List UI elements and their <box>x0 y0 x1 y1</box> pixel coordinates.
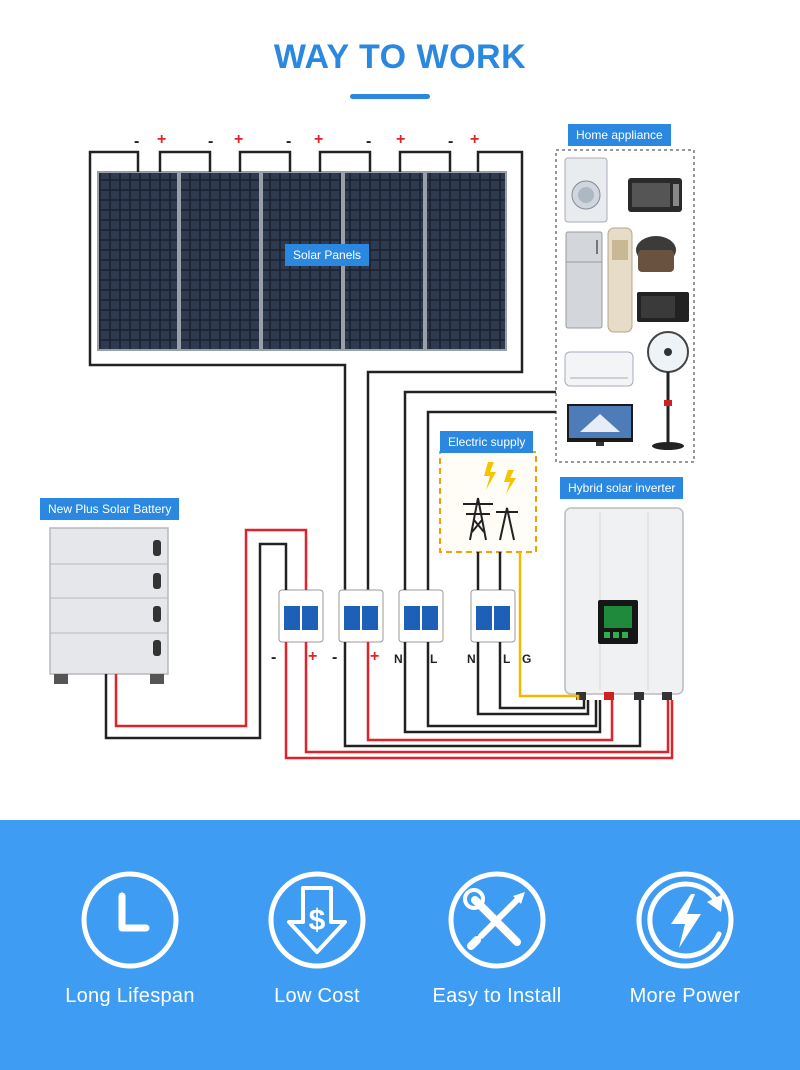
home-appliance-label: Home appliance <box>568 124 671 146</box>
feature-label: Easy to Install <box>432 985 562 1007</box>
panel-2-negative: - <box>208 133 214 150</box>
title-underline <box>350 94 430 99</box>
feature-long-lifespan: Long Lifespan <box>30 820 230 1070</box>
dollar-arrow-icon: $ <box>268 871 366 969</box>
clock-icon <box>81 871 179 969</box>
panel-series-wiring <box>88 150 524 590</box>
panel-3-negative: - <box>286 133 292 150</box>
feature-easy-install: Easy to Install <box>397 820 597 1070</box>
breaker-to-inverter-wiring <box>284 642 674 760</box>
solar-panel-2 <box>179 171 261 351</box>
panel-4-negative: - <box>366 133 372 150</box>
fridge-icon <box>565 231 603 329</box>
panel-3-positive: + <box>314 131 324 148</box>
feature-banner: Long Lifespan $ Low Cost Easy to Install… <box>0 820 800 1070</box>
appliance-group <box>555 149 695 463</box>
battery-stack <box>49 527 169 684</box>
rice-cooker-icon <box>636 236 676 272</box>
circuit-breakers <box>278 589 516 643</box>
feature-label: Low Cost <box>274 985 360 1007</box>
lightning-refresh-icon <box>636 871 734 969</box>
grid-feed-wiring <box>476 552 580 700</box>
breaker-solar-positive: + <box>370 648 380 665</box>
wrench-screwdriver-icon <box>448 871 546 969</box>
breaker-solar-negative: - <box>332 649 338 666</box>
washing-machine-icon <box>564 157 608 223</box>
solar-panel-5 <box>425 171 507 351</box>
svg-text:$: $ <box>309 904 326 937</box>
electric-supply-group <box>439 451 537 553</box>
hybrid-inverter <box>564 507 684 700</box>
breaker-grid <box>470 589 516 643</box>
oven-icon <box>628 178 682 212</box>
breaker-battery-positive: + <box>308 648 318 665</box>
tower-ac-icon <box>607 227 633 333</box>
tv-icon <box>567 404 633 446</box>
breaker-grid-line: L <box>503 652 511 666</box>
page-title: WAY TO WORK <box>273 38 527 76</box>
solar-panels-label: Solar Panels <box>285 244 370 266</box>
feature-label: More Power <box>629 985 741 1007</box>
feature-more-power: More Power <box>585 820 785 1070</box>
appliance-feed-wiring <box>403 390 556 590</box>
panel-4-positive: + <box>396 131 406 148</box>
breaker-grid-ground: G <box>522 652 532 666</box>
feature-low-cost: $ Low Cost <box>217 820 417 1070</box>
panel-5-positive: + <box>470 131 480 148</box>
transmission-tower-icon <box>463 497 518 541</box>
microwave-icon <box>637 292 689 322</box>
battery-wiring <box>104 528 308 740</box>
wall-ac-icon <box>564 351 634 387</box>
battery-label: New Plus Solar Battery <box>40 498 180 520</box>
feature-label: Long Lifespan <box>65 985 195 1007</box>
panel-1-negative: - <box>134 133 140 150</box>
breaker-solar <box>338 589 384 643</box>
panel-2-positive: + <box>234 131 244 148</box>
solar-panel-1 <box>97 171 179 351</box>
breaker-load-neutral: N <box>394 652 403 666</box>
electric-supply-label: Electric supply <box>440 431 534 453</box>
panel-5-negative: - <box>448 133 454 150</box>
breaker-battery <box>278 589 324 643</box>
fan-icon <box>647 331 689 450</box>
lightning-bolt-icon <box>484 462 516 494</box>
breaker-grid-neutral: N <box>467 652 476 666</box>
panel-1-positive: + <box>157 131 167 148</box>
breaker-battery-negative: - <box>271 649 277 666</box>
breaker-load-line: L <box>430 652 438 666</box>
inverter-label: Hybrid solar inverter <box>560 477 684 499</box>
breaker-load <box>398 589 444 643</box>
wiring-diagram <box>49 149 695 760</box>
